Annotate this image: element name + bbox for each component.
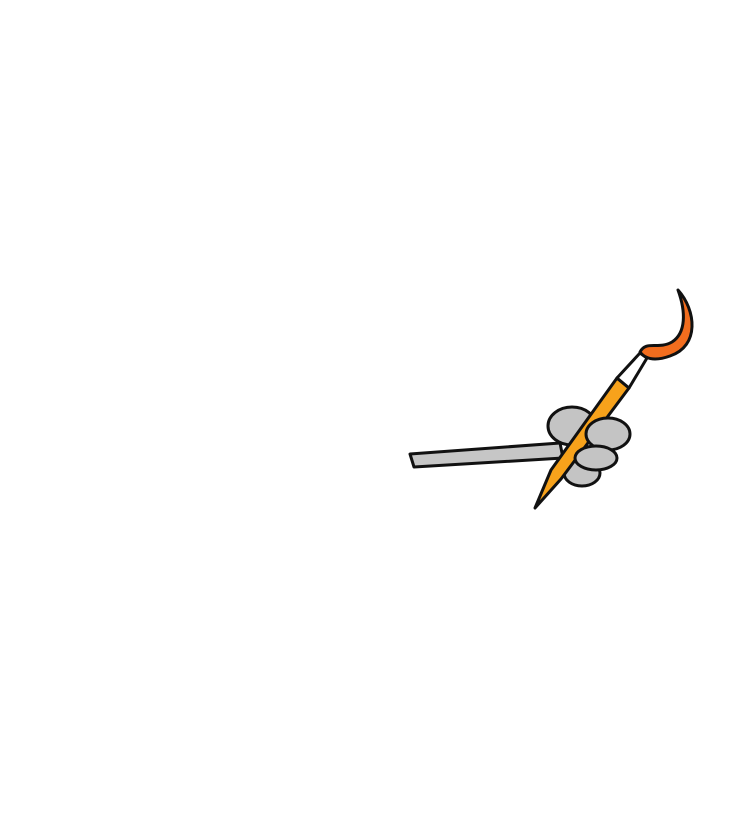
arm	[408, 441, 565, 469]
brush-ferrule	[615, 351, 649, 390]
brush-bristles	[638, 288, 694, 361]
fist-front-fingers	[573, 416, 632, 472]
